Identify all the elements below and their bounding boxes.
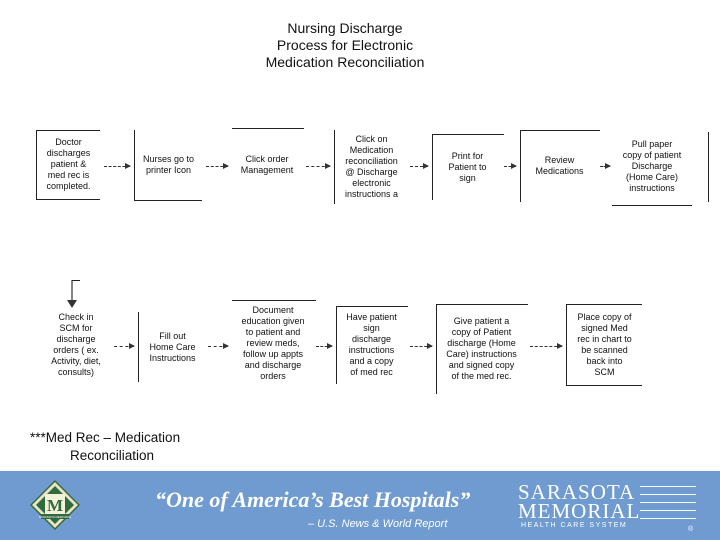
footnote-line-2: Reconciliation bbox=[70, 448, 155, 463]
hospital-logo: M SARASOTA MEMORIAL bbox=[30, 480, 80, 530]
logo-letter: M bbox=[47, 496, 63, 515]
brand-stripe bbox=[640, 510, 696, 511]
brand-subtitle: HEALTH CARE SYSTEM bbox=[521, 522, 628, 529]
flow-arrow bbox=[410, 343, 433, 349]
tagline-attribution: – U.S. News & World Report bbox=[308, 518, 448, 530]
flow-arrow bbox=[600, 163, 611, 169]
divider bbox=[708, 132, 709, 202]
flow-arrow bbox=[206, 163, 229, 169]
flow-arrow bbox=[208, 343, 229, 349]
title-line-2: Process for Electronic bbox=[276, 37, 414, 53]
step-print-for-patient: Print for Patient to sign bbox=[432, 134, 502, 200]
divider bbox=[612, 205, 692, 206]
step-doctor-discharges: Doctor discharges patient & med rec is c… bbox=[36, 130, 100, 200]
footnote-line-1: ***Med Rec – Medication bbox=[30, 430, 181, 445]
step-place-copy-in-chart: Place copy of signed Med rec in chart to… bbox=[566, 304, 642, 386]
title-line-3: Medication Reconciliation bbox=[265, 54, 425, 70]
brand-stripe bbox=[640, 502, 696, 503]
diagram-title: Nursing Discharge Process for Electronic… bbox=[230, 20, 460, 71]
logo-text: SARASOTA MEMORIAL bbox=[39, 515, 72, 519]
step-document-education: Document education given to patient and … bbox=[241, 304, 305, 381]
divider bbox=[520, 130, 600, 131]
title-line-1: Nursing Discharge bbox=[287, 20, 403, 36]
divider bbox=[436, 304, 528, 305]
brand-stripe bbox=[640, 494, 696, 495]
connector-to-row2 bbox=[67, 280, 77, 308]
divider bbox=[336, 306, 408, 307]
divider bbox=[232, 128, 304, 129]
brand-stripe bbox=[640, 518, 696, 519]
step-nurses-printer-icon: Nurses go to printer Icon bbox=[134, 130, 202, 200]
flow-arrow bbox=[530, 343, 563, 349]
flow-arrow bbox=[316, 343, 333, 349]
flow-arrow bbox=[504, 163, 517, 169]
brand-stripe bbox=[640, 486, 696, 487]
brand-name-line-2: MEMORIAL bbox=[518, 499, 641, 523]
step-pull-paper-copy: Pull paper copy of patient Discharge (Ho… bbox=[622, 138, 682, 193]
flow-arrow bbox=[104, 163, 131, 169]
divider bbox=[36, 130, 100, 131]
flow-arrow bbox=[114, 343, 135, 349]
step-give-patient-copy: Give patient a copy of Patient discharge… bbox=[436, 304, 526, 394]
tagline: “One of America’s Best Hospitals” bbox=[155, 487, 471, 512]
footer-banner bbox=[0, 471, 720, 540]
flow-arrow bbox=[306, 163, 331, 169]
step-click-medication-reconciliation: Click on Medication reconciliation @ Dis… bbox=[334, 130, 408, 204]
step-fill-out-home-care: Fill out Home Care Instructions bbox=[138, 312, 206, 382]
step-have-patient-sign: Have patient sign discharge instructions… bbox=[336, 306, 406, 384]
divider bbox=[72, 280, 80, 281]
divider bbox=[232, 300, 316, 301]
step-check-scm-discharge-orders: Check in SCM for discharge orders ( ex. … bbox=[51, 312, 101, 377]
step-review-medications: Review Medications bbox=[520, 130, 598, 202]
step-click-order-management: Click order Management bbox=[240, 154, 294, 175]
footnote: ***Med Rec – Medication Reconciliation bbox=[30, 429, 180, 465]
divider bbox=[432, 134, 504, 135]
divider bbox=[134, 200, 202, 201]
divider bbox=[566, 304, 642, 305]
flow-arrow bbox=[410, 163, 429, 169]
registered-mark: ® bbox=[688, 526, 694, 533]
brand-name-line-1: SARASOTA bbox=[518, 480, 636, 504]
